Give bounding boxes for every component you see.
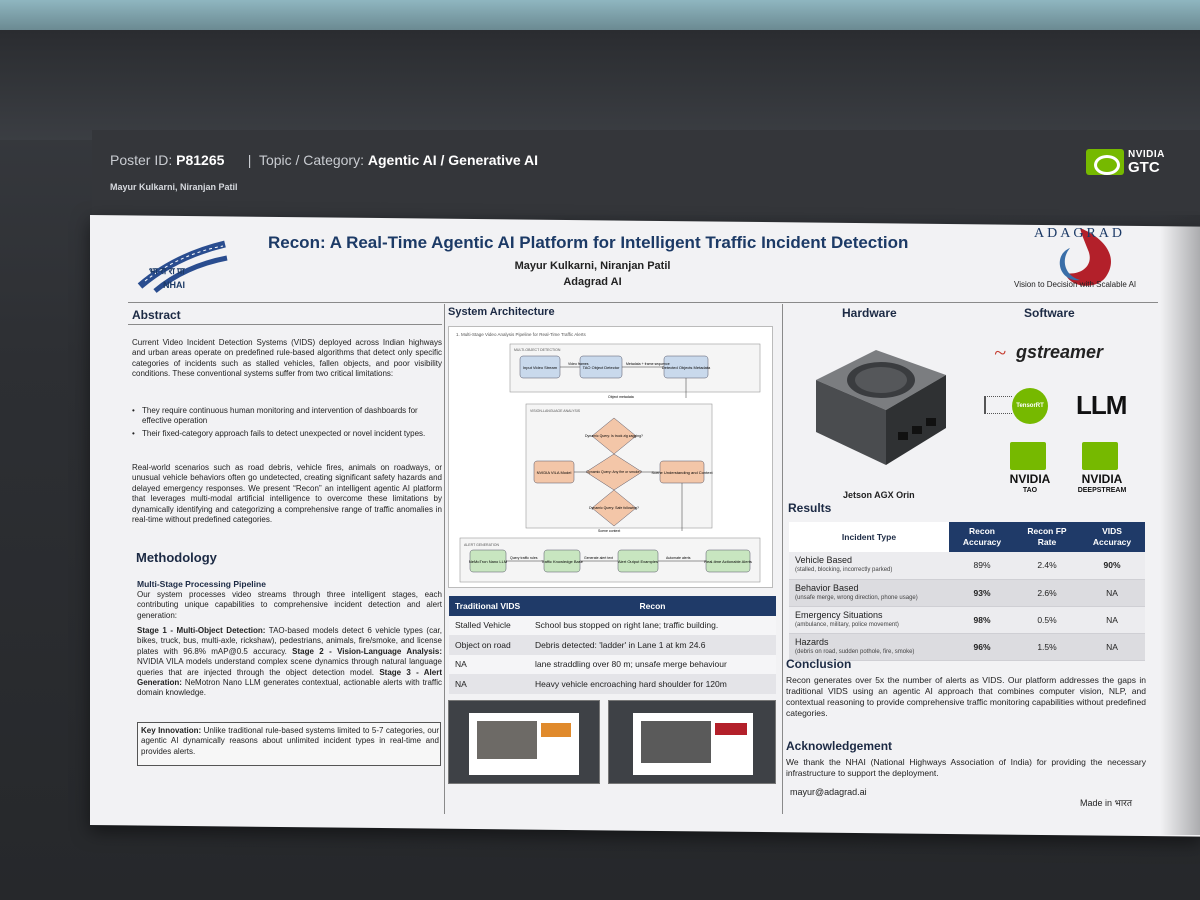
- results-heading: Results: [788, 501, 832, 515]
- results-table: Incident Type Recon Accuracy Recon FP Ra…: [789, 522, 1145, 661]
- acknowledgement-text: We thank the NHAI (National Highways Ass…: [786, 757, 1146, 778]
- gstreamer-logo: ~ gstreamer: [994, 340, 1104, 365]
- adagrad-wordmark: ADAGRAD: [1034, 226, 1125, 241]
- nvidia-gtc-logo: NVIDIA GTC: [1086, 148, 1182, 176]
- hardware-heading: Hardware: [842, 306, 897, 320]
- architecture-heading: System Architecture: [448, 306, 555, 318]
- nvidia-eye-icon: [1086, 149, 1124, 175]
- demo-screenshot-1: [448, 700, 600, 784]
- topic-value: Agentic AI / Generative AI: [367, 152, 539, 168]
- abstract-paragraph-1: Current Video Incident Detection Systems…: [132, 338, 442, 379]
- architecture-diagram-svg: 1. Multi-Stage Video Analysis Pipeline f…: [456, 332, 761, 583]
- header-authors: Mayur Kulkarni, Niranjan Patil: [110, 182, 238, 192]
- abstract-bullets: They require continuous human monitoring…: [132, 406, 442, 441]
- poster-org: Adagrad AI: [563, 276, 622, 288]
- table-row: Vehicle Based(stalled, blocking, incorre…: [789, 552, 1145, 580]
- acknowledgement-heading: Acknowledgement: [786, 739, 893, 753]
- key-innovation-text: Key Innovation: Unlike traditional rule-…: [141, 726, 439, 756]
- software-heading: Software: [1024, 306, 1075, 320]
- key-innovation-box: [137, 722, 441, 766]
- methodology-intro: Our system processes video streams throu…: [137, 590, 442, 620]
- list-item: Their fixed-category approach fails to d…: [132, 429, 442, 440]
- svg-text:MULTI-OBJECT DETECTION: MULTI-OBJECT DETECTION: [514, 348, 561, 352]
- monitor-bezel: [0, 30, 1200, 140]
- svg-text:Query traffic rules: Query traffic rules: [510, 556, 538, 560]
- poster-title: Recon: A Real-Time Agentic AI Platform f…: [268, 233, 909, 252]
- svg-text:Real-time Actionable Alerts: Real-time Actionable Alerts: [704, 559, 752, 564]
- svg-text:Video frames: Video frames: [568, 362, 589, 366]
- svg-text:Dynamic Query: Is truck zig za: Dynamic Query: Is truck zig zagging?: [585, 434, 643, 438]
- svg-text:Alert Output Examples: Alert Output Examples: [618, 559, 658, 564]
- nvidia-deepstream-logo: NVIDIA DEEPSTREAM: [1070, 442, 1134, 502]
- svg-text:Input Video Stream: Input Video Stream: [523, 365, 558, 370]
- svg-text:Dynamic Query: Safe following?: Dynamic Query: Safe following?: [589, 506, 639, 510]
- diagram-title: 1. Multi-Stage Video Analysis Pipeline f…: [456, 332, 586, 337]
- svg-text:VISION-LANGUAGE ANALYSIS: VISION-LANGUAGE ANALYSIS: [530, 409, 581, 413]
- llm-logo: LLM: [1076, 390, 1127, 420]
- hardware-device-label: Jetson AGX Orin: [843, 490, 915, 500]
- poster-header-bar: [92, 130, 1200, 215]
- svg-text:NVIDIA VILA Model: NVIDIA VILA Model: [537, 470, 572, 475]
- methodology-heading: Methodology: [136, 550, 217, 565]
- adagrad-tagline: Vision to Decision with Scalable AI: [1014, 280, 1137, 289]
- group-detection: [509, 343, 761, 393]
- node-query-3: [591, 489, 637, 527]
- svg-text:Scene context: Scene context: [598, 529, 620, 533]
- svg-text:Dynamic Query: Any fire or smo: Dynamic Query: Any fire or smoke?: [586, 470, 641, 474]
- svg-text:Generate alert text: Generate alert text: [584, 556, 613, 560]
- nhai-logo: भा रा रा प्रा NHAI: [137, 240, 228, 293]
- svg-text:Detected Objects Metadata: Detected Objects Metadata: [662, 365, 711, 370]
- table-row: Hazards(debris on road, sudden pothole, …: [789, 633, 1145, 661]
- jetson-device-image: [816, 350, 946, 465]
- poster-id-line: Poster ID: P81265 | Topic / Category: Ag…: [110, 152, 539, 168]
- svg-text:Metadata + frame sequence: Metadata + frame sequence: [626, 362, 670, 366]
- svg-text:भा रा रा प्रा: भा रा रा प्रा: [149, 266, 185, 276]
- contact-email: mayur@adagrad.ai: [790, 787, 867, 797]
- nvidia-tao-logo: NVIDIA TAO: [1000, 442, 1060, 502]
- list-item: They require continuous human monitoring…: [132, 406, 442, 427]
- poster-authors: Mayur Kulkarni, Niranjan Patil: [514, 260, 671, 272]
- svg-text:Object metadata: Object metadata: [608, 395, 634, 399]
- poster-id: P81265: [176, 152, 225, 168]
- svg-text:NHAI: NHAI: [163, 280, 185, 290]
- methodology-stages: Stage 1 - Multi-Object Detection: TAO-ba…: [137, 626, 442, 698]
- made-in-label: Made in भारत: [1080, 798, 1132, 808]
- table-header-row: Incident Type Recon Accuracy Recon FP Ra…: [789, 522, 1145, 552]
- demo-screenshot-2: [608, 700, 776, 784]
- conclusion-heading: Conclusion: [786, 657, 852, 671]
- svg-text:ALERT GENERATION: ALERT GENERATION: [464, 543, 499, 547]
- svg-text:Automate alerts: Automate alerts: [666, 556, 691, 560]
- methodology-subheading: Multi-Stage Processing Pipeline: [137, 579, 266, 589]
- tensorrt-logo: TensorRT: [984, 388, 1054, 424]
- table-header-row: Traditional VIDS Recon: [449, 596, 776, 616]
- conclusion-text: Recon generates over 5x the number of al…: [786, 675, 1146, 718]
- svg-text:NeMoTron Nano LLM: NeMoTron Nano LLM: [469, 559, 507, 564]
- abstract-heading: Abstract: [132, 308, 181, 322]
- svg-text:Scene Understanding and Contex: Scene Understanding and Context: [651, 470, 713, 475]
- table-row: Emergency Situations(ambulance, military…: [789, 606, 1145, 634]
- svg-text:TAO Object Detector: TAO Object Detector: [583, 365, 620, 370]
- window-strip: [0, 0, 1200, 30]
- table-row: Behavior Based(unsafe merge, wrong direc…: [789, 579, 1145, 607]
- svg-text:Traffic Knowledge Base: Traffic Knowledge Base: [541, 559, 584, 564]
- abstract-paragraph-2: Real-world scenarios such as road debris…: [132, 463, 442, 525]
- adagrad-logo: [1059, 228, 1111, 286]
